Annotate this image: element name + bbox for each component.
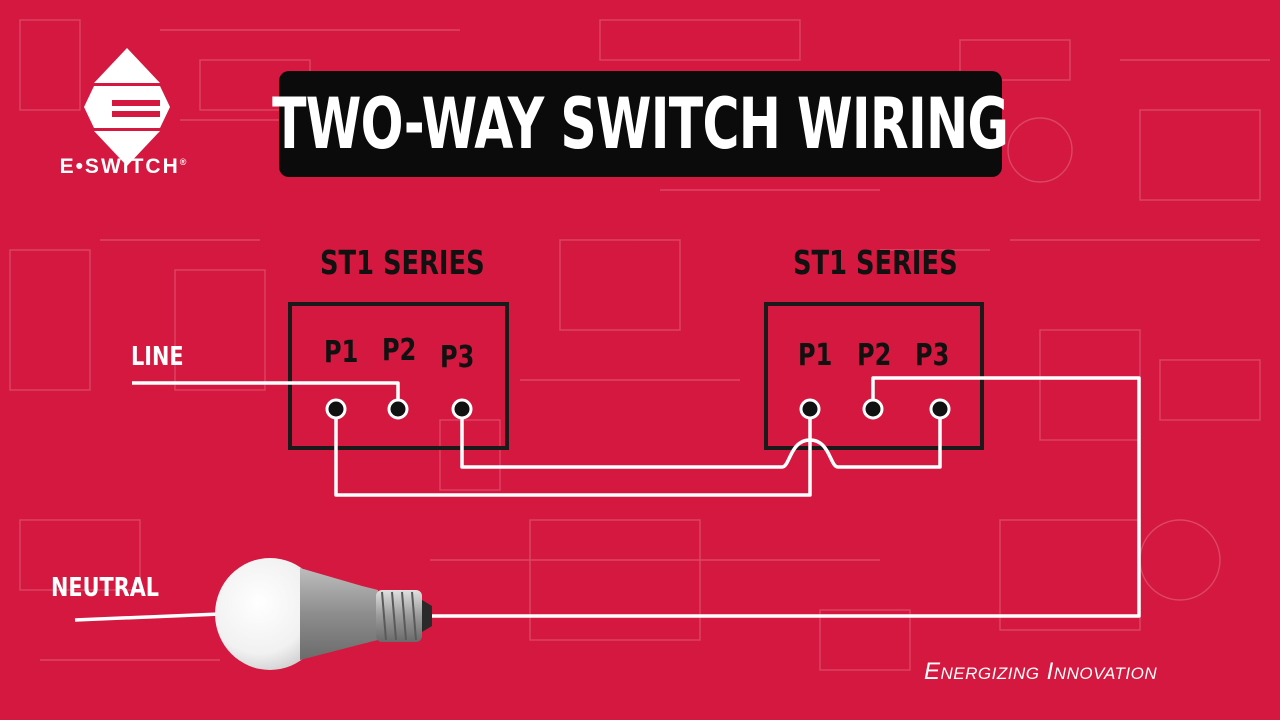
- title-banner: TWO-WAY SWITCH WIRING: [272, 71, 1009, 177]
- line-wire-label: LINE: [131, 342, 184, 372]
- e-switch-logo-mark-icon: [84, 48, 170, 166]
- right-terminal-p1: [799, 398, 821, 420]
- brand-tagline: Energizing Innovation: [924, 658, 1158, 685]
- right-terminal-p2: [862, 398, 884, 420]
- e-switch-logo: E•SWITCH®: [40, 45, 230, 185]
- neutral-wire: [74, 612, 221, 622]
- right-switch-pin-p3-label: P3: [915, 338, 950, 373]
- left-switch-pin-p2-label: P2: [382, 333, 417, 368]
- logo-wordmark: E•SWITCH: [59, 155, 180, 178]
- neutral-wire-label: NEUTRAL: [51, 573, 160, 603]
- right-switch-series-label: ST1 SERIES: [793, 243, 958, 282]
- traveler-wire-p3: [460, 409, 942, 469]
- right-switch-pin-p2-label: P2: [857, 338, 892, 373]
- right-switch-pin-p1-label: P1: [798, 338, 833, 373]
- page-title: TWO-WAY SWITCH WIRING: [272, 83, 1009, 165]
- switched-wire: [425, 376, 1141, 618]
- left-terminal-p2: [387, 398, 409, 420]
- traveler-wire-p1: [334, 409, 812, 497]
- right-switch-body: [764, 302, 984, 450]
- left-switch-pin-p3-label: P3: [440, 340, 475, 375]
- left-switch-pin-p1-label: P1: [324, 335, 359, 370]
- left-terminal-p1: [325, 398, 347, 420]
- left-switch-series-label: ST1 SERIES: [320, 243, 485, 282]
- light-bulb-icon: [215, 558, 432, 670]
- left-switch-body: [288, 302, 509, 450]
- line-wire: [132, 381, 400, 407]
- logo-registered-mark: ®: [179, 157, 189, 167]
- left-terminal-p3: [451, 398, 473, 420]
- right-terminal-p3: [929, 398, 951, 420]
